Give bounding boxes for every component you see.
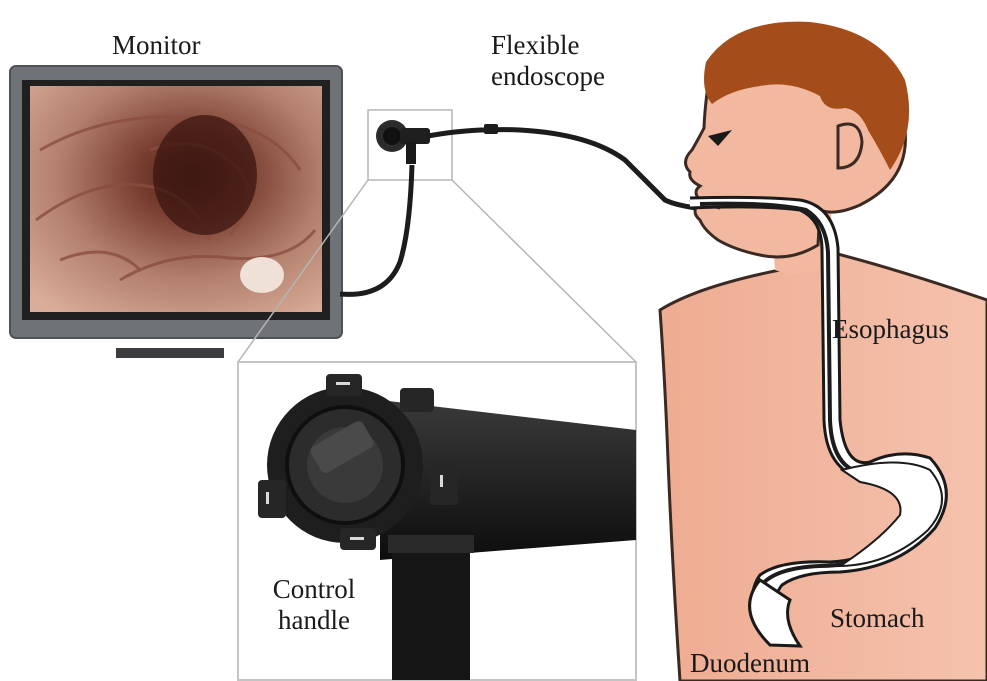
polyp	[240, 257, 284, 293]
duodenum-label: Duodenum	[690, 648, 810, 679]
esophagus-label: Esophagus	[832, 314, 949, 345]
control-label-line1: Control	[262, 574, 366, 605]
monitor	[10, 66, 342, 358]
small-control-handle	[376, 120, 430, 164]
patient-figure	[660, 22, 987, 681]
control-label-line2: handle	[262, 605, 366, 636]
flexible-label-line2: endoscope	[491, 61, 641, 92]
monitor-label: Monitor	[112, 30, 201, 61]
lumen	[153, 115, 257, 235]
stomach-label: Stomach	[830, 603, 925, 634]
monitor-cable	[340, 165, 412, 294]
monitor-stand	[116, 348, 224, 358]
control-handle-label: Control handle	[262, 574, 366, 636]
flexible-endoscope-label: Flexible endoscope	[491, 30, 641, 92]
flexible-label-line1: Flexible	[491, 30, 641, 61]
handle-grip	[392, 540, 470, 680]
